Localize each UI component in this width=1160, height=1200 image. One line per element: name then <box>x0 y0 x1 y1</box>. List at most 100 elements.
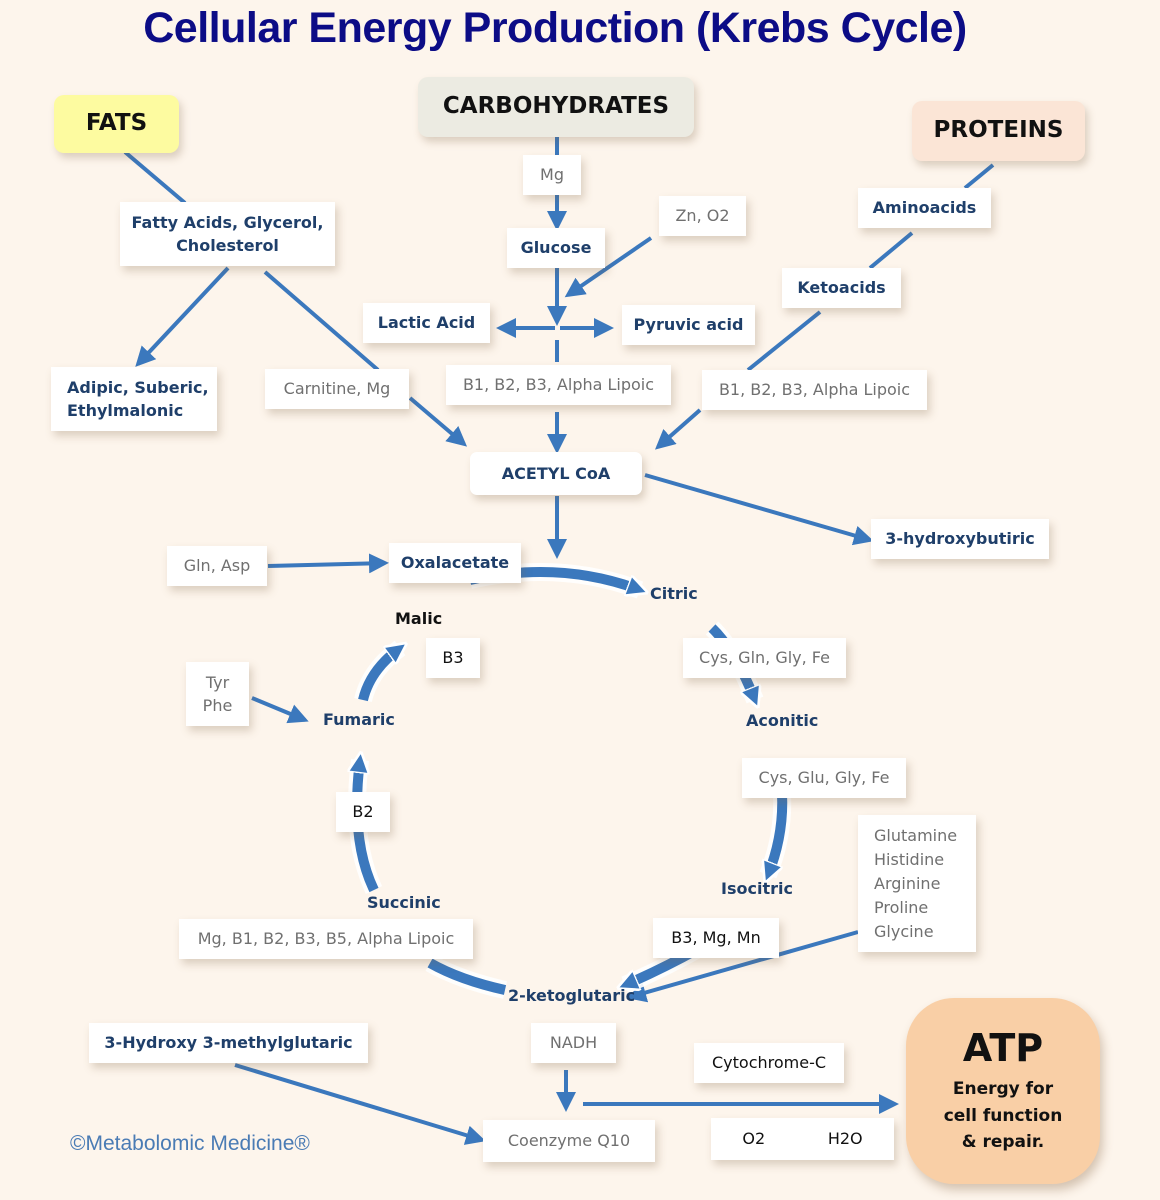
fumaric-label: Fumaric <box>323 710 395 729</box>
glutamine-label: Glutamine <box>874 825 958 845</box>
fatty-acids-box: Fatty Acids, Glycerol, Cholesterol <box>120 202 335 266</box>
proteins-box: PROTEINS <box>912 101 1085 161</box>
nadh-box: NADH <box>531 1023 616 1063</box>
b-vitamins-right-label: B1, B2, B3, Alpha Lipoic <box>718 380 911 400</box>
arrow-gln-asp <box>267 553 389 574</box>
line-ketoacids-to-b-vitamins <box>746 310 822 372</box>
b-vitamins-center-label: B1, B2, B3, Alpha Lipoic <box>462 375 655 395</box>
cytochrome-c-box: Cytochrome-C <box>694 1043 844 1083</box>
amino-list-box: Glutamine Histidine Arginine Proline Gly… <box>858 815 976 952</box>
succinic-cofactors-box: Mg, B1, B2, B3, B5, Alpha Lipoic <box>179 919 473 959</box>
hydroxybutiric-label: 3-hydroxybutiric <box>885 529 1035 549</box>
coenzyme-q10-box: Coenzyme Q10 <box>483 1120 655 1162</box>
b3-mg-mn-label: B3, Mg, Mn <box>671 928 761 948</box>
fats-label: FATS <box>85 110 148 137</box>
zn-o2-label: Zn, O2 <box>675 206 730 226</box>
arrow-zn-o2 <box>564 236 653 298</box>
line-proteins-to-aminoacids <box>963 163 995 190</box>
adipic-line2: Ethylmalonic <box>67 401 184 420</box>
acetyl-coa-label: ACETYL CoA <box>501 463 611 483</box>
lactic-acid-label: Lactic Acid <box>377 313 476 333</box>
arrow-amino-list-to-ketoglutaric <box>626 930 859 1003</box>
cys-glu-gly-fe-box: Cys, Glu, Gly, Fe <box>742 758 906 798</box>
cys-glu-gly-fe-label: Cys, Glu, Gly, Fe <box>758 768 890 788</box>
isocitric-label: Isocitric <box>721 879 793 898</box>
tyr-phe-box: Tyr Phe <box>186 662 249 726</box>
gln-asp-label: Gln, Asp <box>183 556 251 576</box>
pyruvic-acid-label: Pyruvic acid <box>633 315 744 335</box>
fatty-acids-line1: Fatty Acids, Glycerol, <box>131 212 324 232</box>
atp-line1: Energy for <box>952 1079 1054 1100</box>
page-title: Cellular Energy Production (Krebs Cycle) <box>143 4 967 52</box>
copyright-notice: ©Metabolomic Medicine® <box>70 1132 310 1155</box>
cycle-arrow-succinic-fumaric <box>357 760 379 893</box>
mg-box: Mg <box>523 155 581 195</box>
nadh-label: NADH <box>549 1033 598 1053</box>
o2-h2o-box: O2 H2O <box>711 1118 894 1160</box>
arrow-b-vitamins-right-to-acetyl <box>654 408 702 450</box>
succinic-label: Succinic <box>367 893 441 912</box>
b3-box: B3 <box>426 638 480 678</box>
proline-label: Proline <box>874 897 929 917</box>
b2-box: B2 <box>336 792 390 832</box>
hydroxybutiric-box: 3-hydroxybutiric <box>871 519 1049 559</box>
zn-o2-box: Zn, O2 <box>659 196 746 236</box>
b3-mg-mn-box: B3, Mg, Mn <box>653 918 779 958</box>
h2o-label: H2O <box>827 1129 863 1149</box>
ketoacids-box: Ketoacids <box>782 268 901 308</box>
adipic-box: Adipic, Suberic, Ethylmalonic <box>51 367 217 431</box>
arrow-hmg-to-coq10 <box>234 1063 486 1145</box>
mg-label: Mg <box>540 165 564 185</box>
arginine-label: Arginine <box>874 873 941 893</box>
cycle-arrow-ketoglutaric-succinic <box>427 958 507 995</box>
ketoglutaric-label: 2-ketoglutaric <box>508 986 636 1005</box>
line-fatty-acids-to-carnitine <box>263 270 380 372</box>
carnitine-mg-box: Carnitine, Mg <box>265 369 409 409</box>
ketoacids-label: Ketoacids <box>797 278 886 298</box>
b2-label: B2 <box>352 802 374 822</box>
carbohydrates-box: CARBOHYDRATES <box>418 77 694 137</box>
o2-label: O2 <box>742 1129 766 1149</box>
b-vitamins-right-box: B1, B2, B3, Alpha Lipoic <box>702 370 927 410</box>
aconitic-label: Aconitic <box>746 711 819 730</box>
aminoacids-box: Aminoacids <box>858 188 991 228</box>
fatty-acids-line2: Cholesterol <box>176 236 279 255</box>
glucose-label: Glucose <box>520 238 592 258</box>
cys-gln-gly-fe-label: Cys, Gln, Gly, Fe <box>699 648 830 668</box>
atp-line2: cell function <box>943 1105 1063 1126</box>
hmg-box: 3-Hydroxy 3-methylglutaric <box>89 1023 368 1063</box>
cycle-arrow-fumaric-malic <box>358 648 400 702</box>
hmg-label: 3-Hydroxy 3-methylglutaric <box>104 1033 353 1053</box>
glycine-label: Glycine <box>874 921 934 941</box>
carbohydrates-label: CARBOHYDRATES <box>442 93 670 120</box>
arrow-tyr-phe <box>251 696 309 724</box>
fats-box: FATS <box>54 95 179 153</box>
cytochrome-c-label: Cytochrome-C <box>711 1053 827 1073</box>
atp-title: ATP <box>962 1026 1044 1071</box>
carnitine-mg-label: Carnitine, Mg <box>283 379 391 399</box>
arrow-fats-to-fatty-acids <box>123 150 187 205</box>
atp-line3: & repair. <box>961 1132 1045 1153</box>
arrow-acetyl-to-hydroxybutiric <box>644 473 874 546</box>
arrow-fatty-acids-to-adipic <box>135 266 230 367</box>
oxalacetate-box: Oxalacetate <box>389 543 521 583</box>
citric-label: Citric <box>650 584 698 603</box>
succinic-cofactors-label: Mg, B1, B2, B3, B5, Alpha Lipoic <box>197 929 455 949</box>
gln-asp-box: Gln, Asp <box>167 546 267 586</box>
b-vitamins-center-box: B1, B2, B3, Alpha Lipoic <box>446 365 671 405</box>
adipic-line1: Adipic, Suberic, <box>67 377 209 397</box>
proteins-label: PROTEINS <box>933 117 1064 144</box>
cys-gln-gly-fe-box: Cys, Gln, Gly, Fe <box>683 638 846 678</box>
arrow-carnitine-to-acetyl <box>408 396 468 447</box>
atp-box: ATP Energy for cell function & repair. <box>906 998 1100 1184</box>
histidine-label: Histidine <box>874 849 945 869</box>
acetyl-coa-box: ACETYL CoA <box>470 452 642 495</box>
lactic-acid-box: Lactic Acid <box>363 303 490 343</box>
tyr-label: Tyr <box>205 672 230 692</box>
phe-label: Phe <box>202 696 233 715</box>
line-aminoacids-to-ketoacids <box>868 231 914 270</box>
oxalacetate-label: Oxalacetate <box>400 553 510 573</box>
pyruvic-acid-box: Pyruvic acid <box>622 305 755 345</box>
glucose-box: Glucose <box>507 228 605 268</box>
malic-label: Malic <box>395 609 443 628</box>
